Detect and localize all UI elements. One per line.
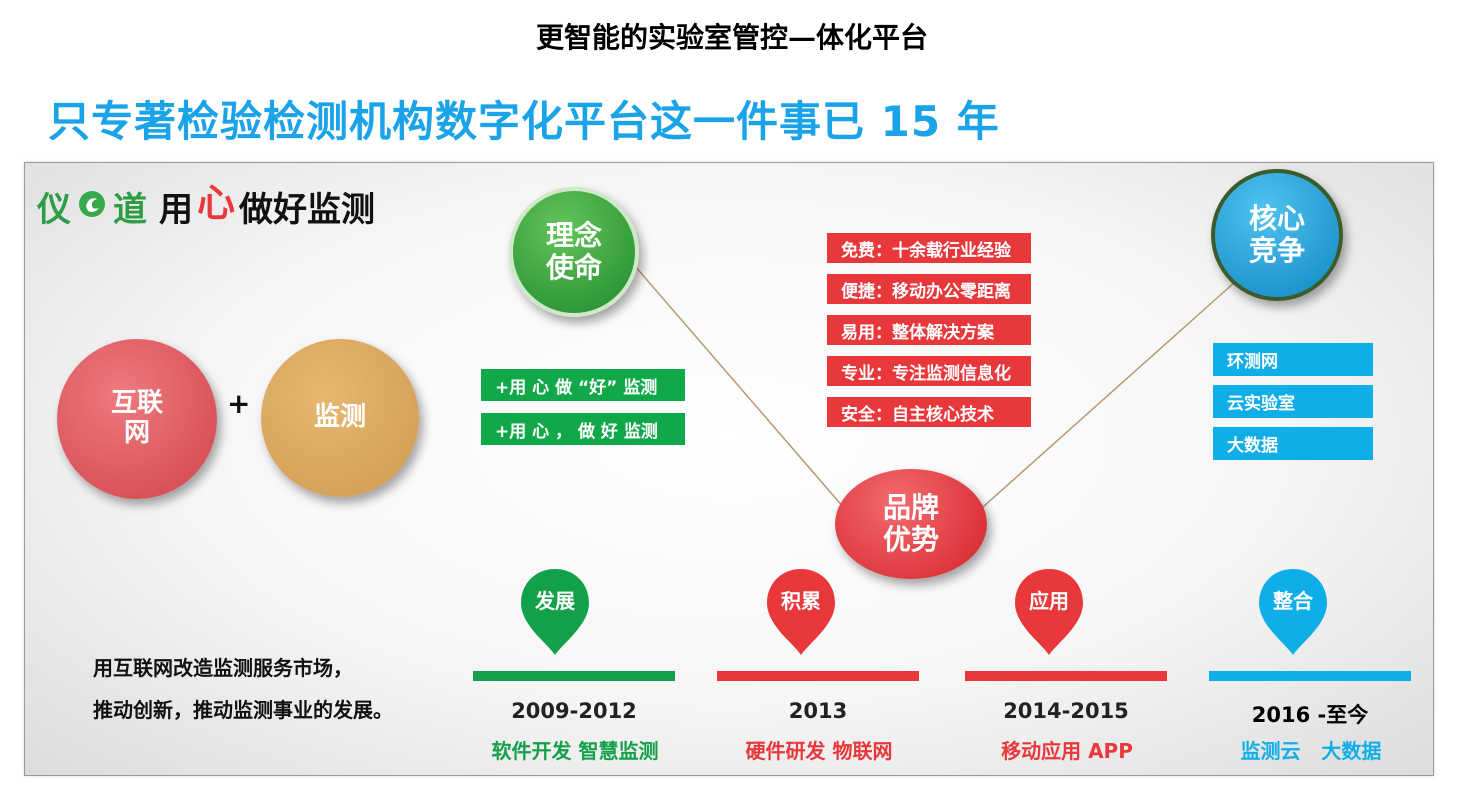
page-title: 更智能的实验室管控—体化平台 [535,21,928,54]
connector-left [614,242,858,524]
stage-pin-apply: 应用 [1013,567,1085,657]
timeline-years: 2013 [788,699,848,723]
stage-pin-accumulate: 积累 [765,567,837,657]
stage-label: 发展 [535,589,575,613]
timeline-bar [1209,671,1411,681]
description: 用互联网改造监测服务市场， 推动创新，推动监测事业的发展。 [93,647,393,731]
description-line: 用互联网改造监测服务市场， [93,656,353,680]
timeline-focus: 硬件研发 物联网 [745,739,893,763]
core-tag: 环测网 [1213,343,1373,376]
timeline-bar [717,671,919,681]
advantage-tag: 安全：自主核心技术 [827,397,1031,427]
brand-char-1: 仪 [37,189,71,230]
monitoring-circle: 监测 [261,339,419,497]
brand-ball: 品牌优势 [835,469,987,579]
logo-text-a: 用 [159,189,193,230]
plus-sign: + [227,387,251,420]
connector-right [964,272,1246,524]
advantage-tag: 便捷：移动办公零距离 [827,274,1031,304]
core-ball: 核心竞争 [1211,169,1343,301]
timeline-years: 2009-2012 [511,699,637,723]
advantage-tag: 专业：专注监测信息化 [827,356,1031,386]
timeline-years: 2016 -至今 [1251,703,1369,727]
stage-pin-integrate: 整合 [1257,567,1329,657]
mission-ball: 理念使命 [509,187,639,317]
logo-heart: 心 [197,179,236,225]
headline: 只专著检验检测机构数字化平台这一件事已 15 年 [48,97,1000,146]
stage-label: 积累 [781,589,821,613]
diagram-panel: 仪 道 用 心 做好监测 互联网 + 监测 理念使命 核心竞争 品牌优势 免费：… [24,162,1434,776]
advantage-tag: 免费：十余载行业经验 [827,233,1031,263]
timeline-focus: 软件开发 智慧监测 [491,739,659,763]
advantage-tag: 易用：整体解决方案 [827,315,1031,345]
timeline-focus: 监测云 大数据 [1240,739,1382,763]
stage-label: 应用 [1029,589,1069,613]
map-pin-icon [767,569,835,655]
timeline-bar [965,671,1167,681]
map-pin-icon [1259,569,1327,655]
logo-text-b: 做好监测 [239,189,376,230]
internet-circle: 互联网 [57,339,217,499]
stage-pin-develop: 发展 [519,567,591,657]
swirl-icon [77,189,107,223]
stage-label: 整合 [1273,589,1313,613]
core-tag: 大数据 [1213,427,1373,460]
brand-logo: 仪 道 用 心 做好监测 [37,180,376,231]
core-tag: 云实验室 [1213,385,1373,418]
mission-tag: +用 心 做 “好” 监测 [481,369,685,401]
timeline-focus: 移动应用 APP [1001,739,1133,763]
mission-tag: +用 心 ， 做 好 监测 [481,413,685,445]
map-pin-icon [521,569,589,655]
v-connector-lines [614,242,1246,524]
timeline-years: 2014-2015 [1003,699,1129,723]
map-pin-icon [1015,569,1083,655]
description-line: 推动创新，推动监测事业的发展。 [93,698,393,722]
brand-char-2: 道 [113,189,147,230]
timeline-bar [473,671,675,681]
